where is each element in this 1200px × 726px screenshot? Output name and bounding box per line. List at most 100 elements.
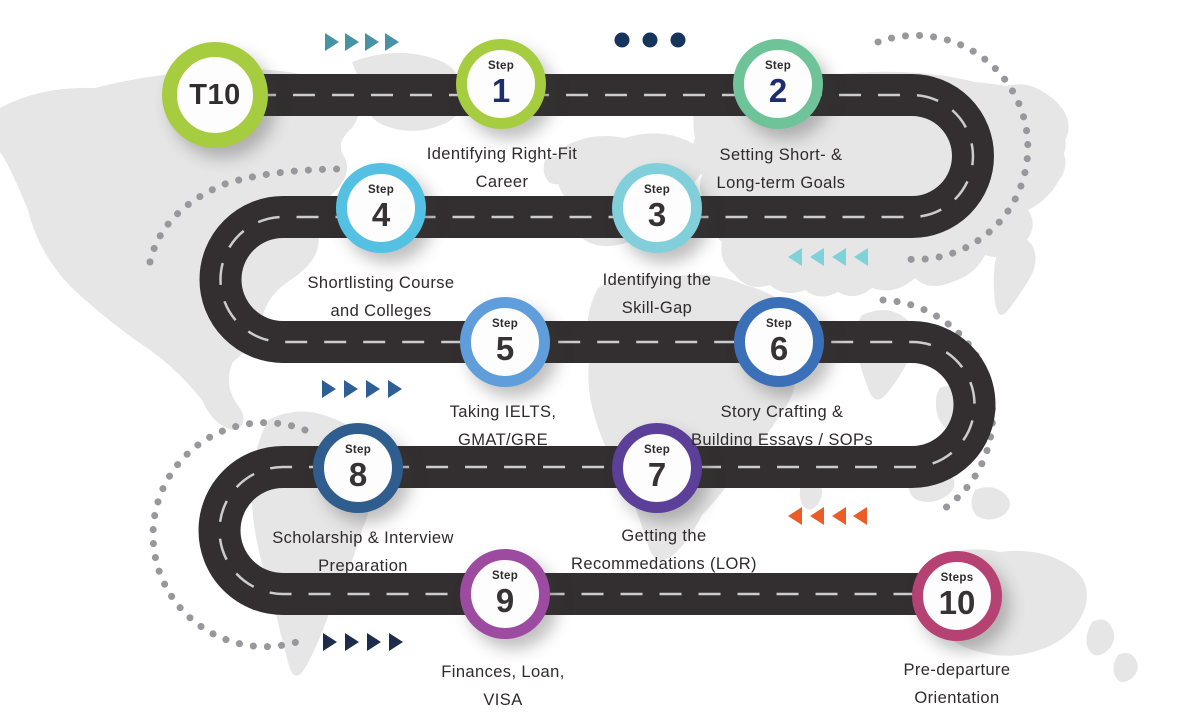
dotted-arc-mid-right [879, 296, 997, 518]
caption-line: Story Crafting & [720, 403, 844, 421]
arrow-group-cyan-left [788, 248, 868, 266]
orange-arrow-icon [810, 507, 824, 525]
caption-line: Shortlisting Course [307, 274, 455, 292]
step-7-label: Step [643, 444, 671, 456]
step-9-number: 9 [495, 582, 515, 619]
step-10-marker: Steps 10 [912, 551, 1002, 641]
step-9-marker: Step 9 [460, 549, 550, 639]
orange-arrow-icon [832, 507, 846, 525]
caption-line: Getting the [621, 527, 707, 545]
navy-dot-icon [614, 32, 630, 48]
navy-arrow-icon [389, 633, 403, 651]
t10-badge: T10 [162, 42, 268, 148]
caption-line: Recommedations (LOR) [571, 555, 757, 573]
caption-line: GMAT/GRE [458, 431, 548, 449]
arrow-group-orange-left [788, 507, 867, 525]
step-5-marker: Step 5 [460, 297, 550, 387]
caption-line: Identifying the [602, 271, 712, 289]
step-7-caption: Getting the Recommedations (LOR) [571, 522, 757, 578]
step-1-caption: Identifying Right-Fit Career [427, 140, 578, 196]
step-3-caption: Identifying the Skill-Gap [603, 266, 712, 322]
step-4-marker: Step 4 [336, 163, 426, 253]
step-6-number: 6 [769, 330, 789, 367]
step-8-number: 8 [348, 456, 368, 493]
step-1-label: Step [487, 60, 515, 72]
cyan-arrow-icon [788, 248, 802, 266]
navy-dot-icon [642, 32, 658, 48]
navy-arrow-icon [345, 633, 359, 651]
teal-arrow-icon [325, 33, 339, 51]
caption-line: Career [475, 173, 529, 191]
step-3-number: 3 [647, 196, 667, 233]
step-2-label: Step [764, 60, 792, 72]
cyan-arrow-icon [832, 248, 846, 266]
step-1-marker: Step 1 [456, 39, 546, 129]
nav-dots [614, 32, 686, 48]
steelblue-arrow-icon [388, 380, 402, 398]
step-2-marker: Step 2 [733, 39, 823, 129]
caption-line: Long-term Goals [716, 174, 846, 192]
steelblue-arrow-icon [322, 380, 336, 398]
step-3-label: Step [643, 184, 671, 196]
caption-line: Taking IELTS, [449, 403, 557, 421]
step-2-caption: Setting Short- & Long-term Goals [717, 141, 846, 197]
cyan-arrow-icon [854, 248, 868, 266]
dotted-arc-bottom-left [149, 419, 309, 651]
teal-arrow-icon [385, 33, 399, 51]
caption-line: Scholarship & Interview [272, 529, 454, 547]
step-6-label: Step [765, 318, 793, 330]
map-seasia-3 [971, 487, 1010, 520]
map-newzealand-1 [1086, 619, 1115, 656]
step-1-number: 1 [491, 72, 511, 109]
step-7-marker: Step 7 [612, 423, 702, 513]
step-5-caption: Taking IELTS, GMAT/GRE [450, 398, 557, 454]
step-8-label: Step [344, 444, 372, 456]
cyan-arrow-icon [810, 248, 824, 266]
caption-line: Pre-departure [903, 661, 1011, 679]
arrow-group-teal-right [325, 33, 399, 51]
caption-line: Skill-Gap [621, 299, 693, 317]
step-6-caption: Story Crafting & Building Essays / SOPs [691, 398, 873, 454]
step-9-caption: Finances, Loan, VISA [441, 658, 564, 714]
step-8-marker: Step 8 [313, 423, 403, 513]
step-4-label: Step [367, 184, 395, 196]
step-10-label: Steps [940, 572, 974, 584]
step-6-marker: Step 6 [734, 297, 824, 387]
step-4-caption: Shortlisting Course and Colleges [308, 269, 455, 325]
orange-arrow-icon [853, 507, 867, 525]
step-7-number: 7 [647, 456, 667, 493]
caption-line: Preparation [318, 557, 408, 575]
teal-arrow-icon [345, 33, 359, 51]
caption-line: and Colleges [330, 302, 432, 320]
dotted-arcs [146, 31, 1032, 651]
caption-line: Building Essays / SOPs [690, 431, 874, 449]
step-9-label: Step [491, 570, 519, 582]
road [198, 74, 996, 615]
caption-line: Identifying Right-Fit [426, 145, 578, 163]
navy-arrow-icon [367, 633, 381, 651]
arrow-group-steelblue-right [322, 380, 402, 398]
orange-arrow-icon [788, 507, 802, 525]
caption-line: Orientation [914, 689, 1000, 707]
navy-dot-icon [670, 32, 686, 48]
step-4-number: 4 [371, 196, 391, 233]
teal-arrow-icon [365, 33, 379, 51]
navy-arrow-icon [323, 633, 337, 651]
arrow-group-navy-right [323, 633, 403, 651]
caption-line: Setting Short- & [719, 146, 843, 164]
step-8-caption: Scholarship & Interview Preparation [272, 524, 454, 580]
step-5-number: 5 [495, 330, 515, 367]
step-10-caption: Pre-departure Orientation [903, 656, 1010, 712]
dotted-arc-top-left [146, 165, 342, 266]
caption-line: VISA [483, 691, 523, 709]
step-10-number: 10 [938, 584, 976, 621]
map-japan [993, 236, 1036, 315]
caption-line: Finances, Loan, [441, 663, 565, 681]
step-3-marker: Step 3 [612, 163, 702, 253]
road-centerline [215, 93, 976, 596]
t10-badge-label: T10 [189, 78, 241, 111]
map-north-america [0, 69, 359, 430]
step-2-number: 2 [768, 72, 788, 109]
step-5-label: Step [491, 318, 519, 330]
